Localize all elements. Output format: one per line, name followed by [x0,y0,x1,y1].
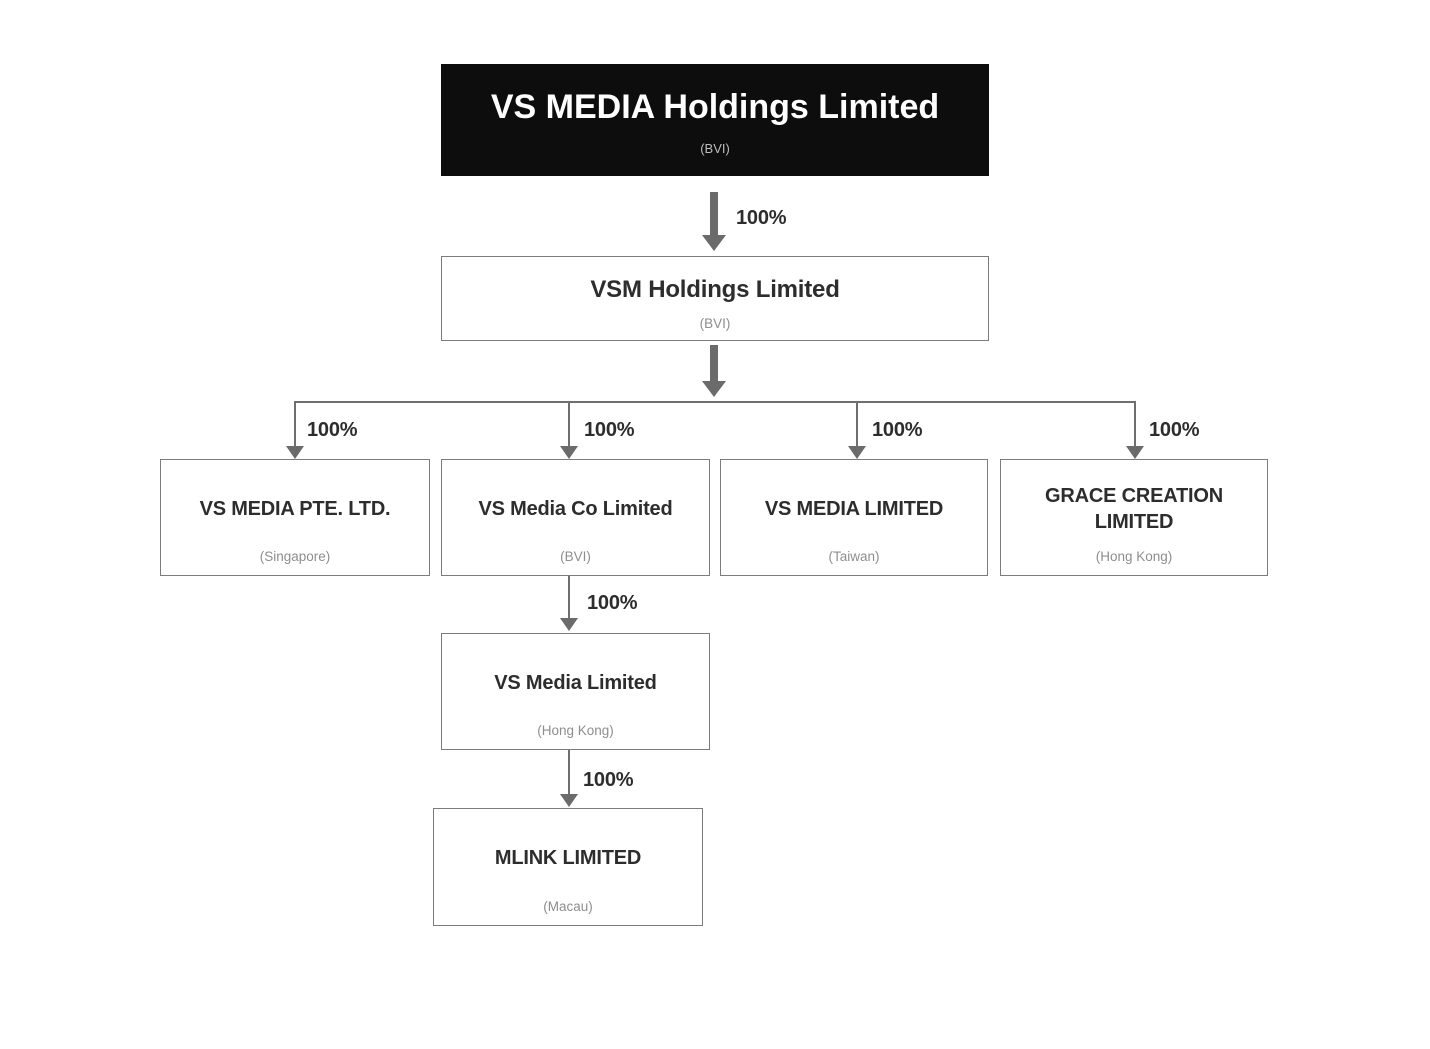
company-name: GRACE CREATION LIMITED [1045,484,1223,533]
node-grace-creation: GRACE CREATION LIMITED (Hong Kong) [1000,459,1268,576]
edge-vsm-branch-arrowhead [702,381,726,397]
node-vs-media-pte: VS MEDIA PTE. LTD. (Singapore) [160,459,430,576]
company-location: (BVI) [560,549,591,564]
edge-vsm-singapore-arrowhead [286,446,304,459]
node-vs-media-co: VS Media Co Limited (BVI) [441,459,710,576]
node-vsm-holdings: VSM Holdings Limited (BVI) [441,256,989,341]
company-location: (Macau) [543,899,593,914]
company-location: (Taiwan) [828,549,880,564]
company-name: VS Media Co Limited [478,497,673,520]
ownership-label: 100% [1149,419,1200,441]
node-vs-media-limited-taiwan: VS MEDIA LIMITED (Taiwan) [720,459,988,576]
node-vs-media-holdings: VS MEDIA Holdings Limited (BVI) [441,64,989,176]
edge-root-vsm-arrowhead [702,235,726,251]
ownership-label: 100% [587,592,638,614]
edge-bvi-hongkong-arrowhead [560,618,578,631]
ownership-label: 100% [584,419,635,441]
ownership-label: 100% [736,207,787,229]
company-name: VS MEDIA Holdings Limited [490,87,940,126]
company-name: VS MEDIA LIMITED [764,497,944,520]
ownership-label: 100% [307,419,358,441]
edge-vsm-taiwan-arrowhead [848,446,866,459]
company-location: (BVI) [700,141,730,156]
company-name: VS MEDIA PTE. LTD. [199,497,391,520]
node-mlink-limited: MLINK LIMITED (Macau) [433,808,703,926]
company-location: (BVI) [699,316,731,331]
company-location: (Singapore) [259,549,331,564]
edge-hongkong-mlink-arrowhead [560,794,578,807]
edge-vsm-bvi-arrowhead [560,446,578,459]
company-name: VS Media Limited [494,671,657,694]
ownership-label: 100% [872,419,923,441]
company-location: (Hong Kong) [1095,549,1173,564]
node-vs-media-limited-hongkong: VS Media Limited (Hong Kong) [441,633,710,750]
company-name: VSM Holdings Limited [590,275,840,303]
company-location: (Hong Kong) [537,723,614,738]
company-name: MLINK LIMITED [494,847,642,869]
edge-vsm-grace-arrowhead [1126,446,1144,459]
ownership-label: 100% [583,769,634,791]
